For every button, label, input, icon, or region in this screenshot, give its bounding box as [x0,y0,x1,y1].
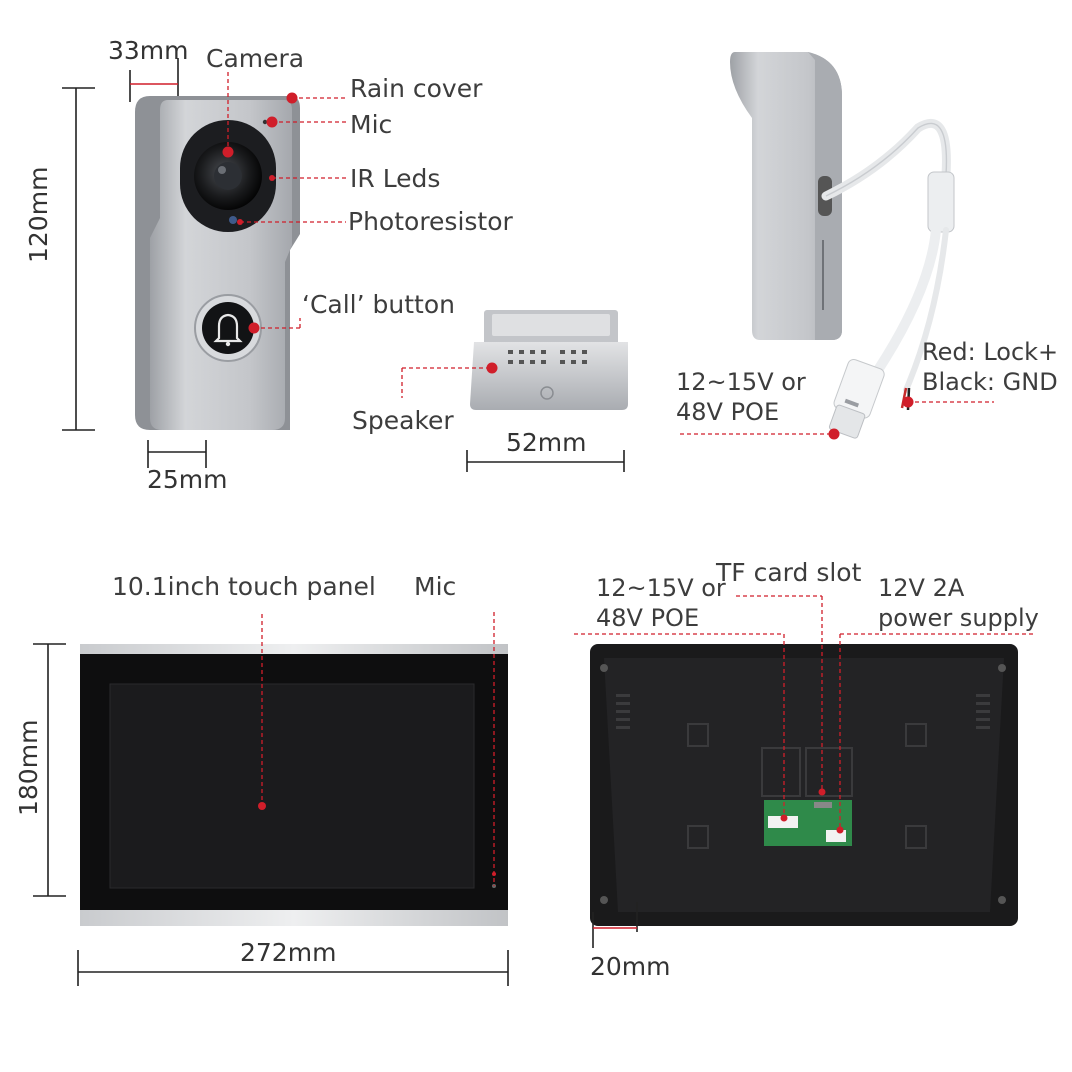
supply-line1: 12V 2A [878,574,965,602]
monitor-power-line1: 12~15V or [596,574,726,602]
monitor-back [590,644,1018,926]
speaker-dimension [466,450,625,472]
monitor-power-line2: 48V POE [596,604,700,632]
monitor-front [80,644,508,926]
speaker-label: Speaker [352,406,454,435]
call-button [202,302,254,354]
speaker-box [470,310,628,410]
doorbell-width-dim: 33mm [108,36,189,65]
monitor-height-dim: 180mm [14,719,43,816]
bell-icon [213,313,243,343]
wire-black-label: Black: GND [922,368,1058,396]
doorbell-dimensions [62,58,207,468]
monitor-width-dim: 272mm [240,938,337,967]
monitor-depth-dim: 20mm [590,952,671,981]
doorbell-depth-dim: 25mm [147,465,228,494]
wire-red-label: Red: Lock+ [922,338,1059,366]
photoresistor-label: Photoresistor [348,207,513,236]
touch-panel-label: 10.1inch touch panel [112,572,376,601]
camera-label: Camera [206,44,305,73]
cable-power-line1: 12~15V or [676,368,806,396]
call-button-label: ‘Call’ button [302,290,455,319]
ir-leds-label: IR Leds [350,164,441,193]
doorbell-height-dim: 120mm [24,166,53,263]
doorbell-callouts [227,72,346,329]
supply-line2: power supply [878,604,1039,632]
monitor-front-dimensions [33,643,509,986]
cable [821,118,955,439]
monitor-mic-label: Mic [414,572,457,601]
speaker-width-dim: 52mm [506,428,587,457]
doorbell-callout-dots [222,92,298,334]
mic-label: Mic [350,110,393,139]
doorbell-unit [135,96,300,430]
cable-power-line2: 48V POE [676,398,780,426]
rain-cover-label: Rain cover [350,74,483,103]
tf-slot-label: TF card slot [716,558,862,587]
